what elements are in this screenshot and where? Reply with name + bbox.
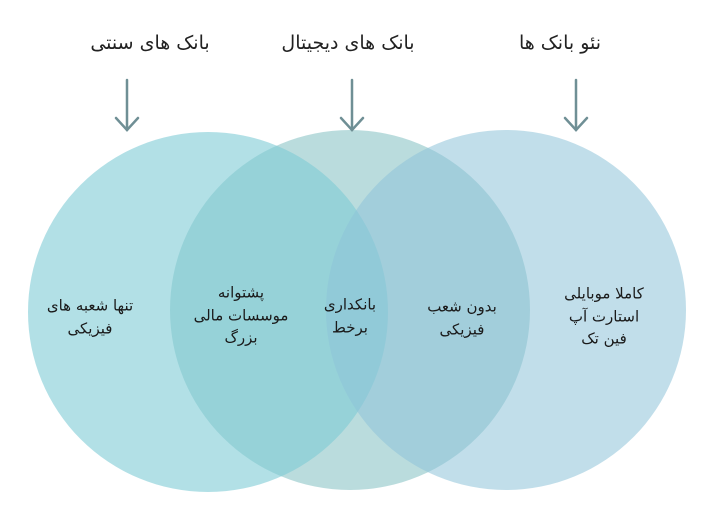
label-neo-only: کاملا موبایلی استارت آپ فین تک (564, 284, 644, 348)
down-arrow-icon (339, 78, 365, 132)
header-neo-banks: نئو بانک ها (518, 32, 602, 54)
circle-traditional-banks (28, 132, 388, 492)
label-center: بانکداری برخط (323, 295, 377, 337)
header-digital-banks: بانک های دیجیتال (281, 32, 415, 54)
label-traditional-digital: پشتوانه موسسات مالی بزرگ (193, 283, 289, 347)
label-traditional-only: تنها شعبه های فیزیکی (46, 296, 134, 338)
header-traditional-banks: بانک های سنتی (90, 32, 210, 54)
down-arrow-icon (563, 78, 589, 132)
circle-neo-banks (326, 130, 686, 490)
down-arrow-icon (114, 78, 140, 132)
label-digital-neo: بدون شعب فیزیکی (427, 297, 497, 339)
